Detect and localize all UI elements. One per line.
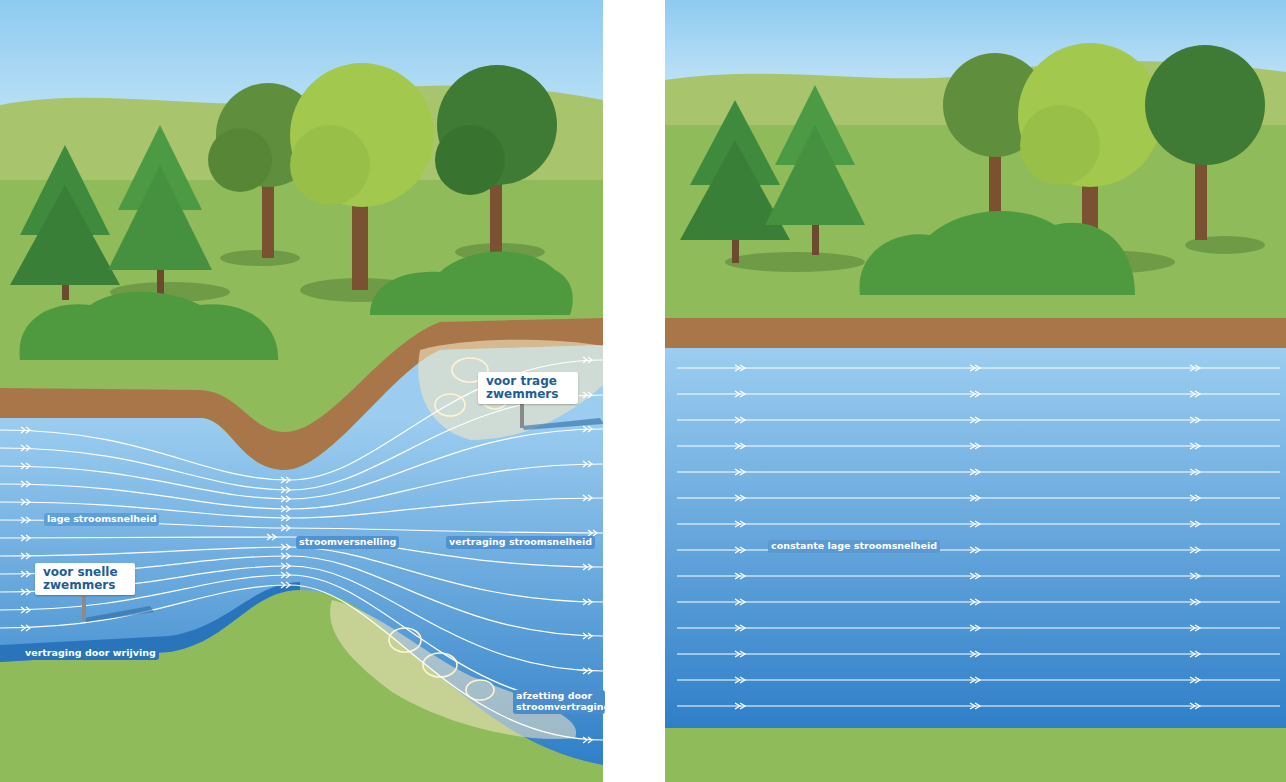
- flow-label: vertraging door wrijving: [22, 647, 159, 660]
- flow-label: vertraging stroomsnelheid: [446, 536, 595, 549]
- flow-label: lage stroomsnelheid: [44, 513, 159, 526]
- sign-text: voor snelle zwemmers: [43, 566, 127, 592]
- flow-label: stroomversnelling: [296, 536, 399, 549]
- river-illustration-right: [665, 0, 1286, 782]
- swimmer-sign: voor snelle zwemmers: [35, 563, 135, 595]
- flow-label: constante lage stroomsnelheid: [768, 540, 940, 553]
- swimmer-sign: voor trage zwemmers: [478, 372, 578, 404]
- sign-text: voor trage zwemmers: [486, 375, 570, 401]
- flow-label: afzetting door stroomvertraging: [513, 690, 605, 714]
